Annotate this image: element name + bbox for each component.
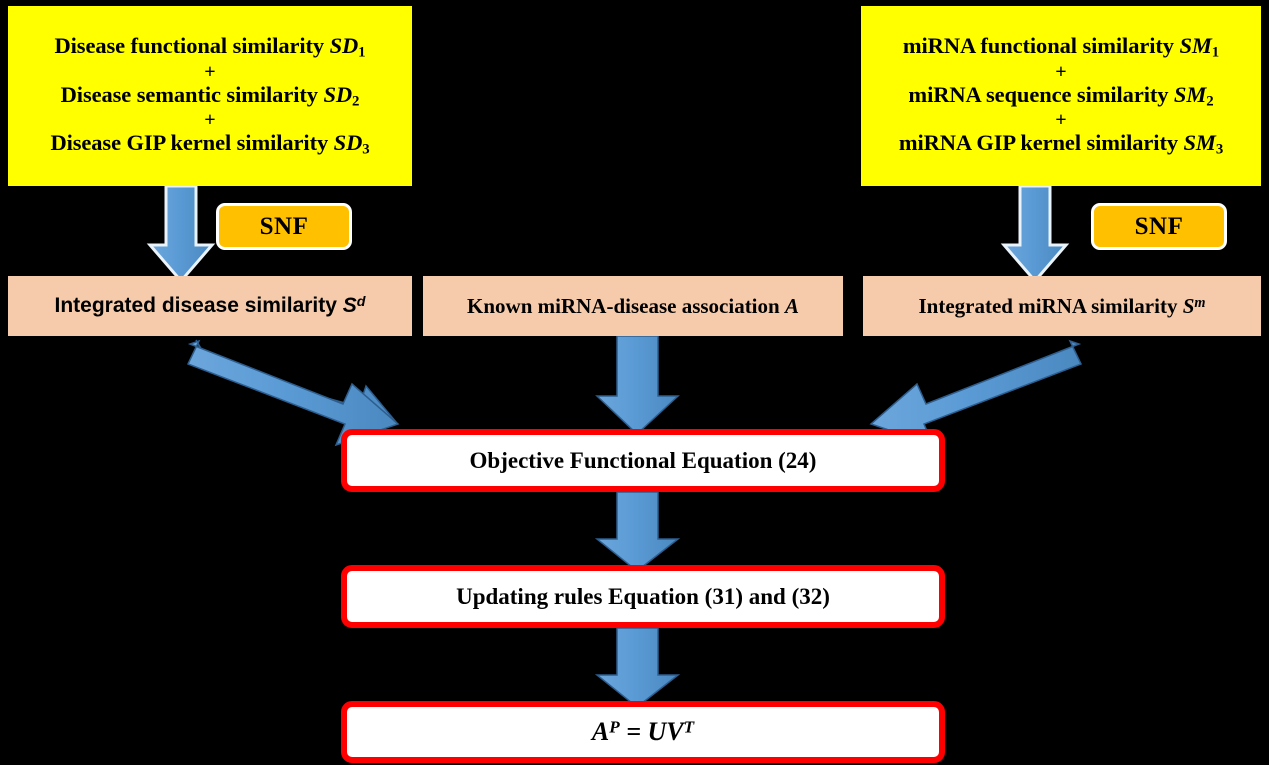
integrated-mirna-similarity-label: Integrated miRNA similarity Sm <box>918 293 1206 318</box>
snf-badge-disease: SNF <box>216 203 352 250</box>
known-association-label: Known miRNA-disease association A <box>467 293 799 318</box>
arrow-mirna-to-snf <box>1000 184 1070 284</box>
arrow-association-to-objective <box>595 335 680 436</box>
prediction-result-equation: AP = UVT <box>591 717 695 746</box>
disease-similarity-source-box: Disease functional similarity SD1 + Dise… <box>8 6 412 186</box>
integrated-mirna-similarity-box: Integrated miRNA similarity Sm <box>863 276 1261 336</box>
arrow-disease-to-snf <box>146 184 216 284</box>
snf-badge-mirna-label: SNF <box>1134 212 1184 240</box>
snf-badge-mirna: SNF <box>1091 203 1227 250</box>
objective-function-label: Objective Functional Equation (24) <box>469 447 817 473</box>
objective-function-box: Objective Functional Equation (24) <box>341 429 945 492</box>
arrow-updating-to-result <box>594 627 681 708</box>
prediction-result-box: AP = UVT <box>341 701 945 763</box>
snf-badge-disease-label: SNF <box>259 212 309 240</box>
updating-rules-label: Updating rules Equation (31) and (32) <box>456 583 830 609</box>
integrated-disease-similarity-box: Integrated disease similarity Sd <box>8 276 412 336</box>
integrated-disease-similarity-label: Integrated disease similarity Sd <box>54 294 366 317</box>
mirna-similarity-source-box: miRNA functional similarity SM1 + miRNA … <box>861 6 1261 186</box>
known-association-box: Known miRNA-disease association A <box>423 276 843 336</box>
disease-plus-1: + <box>204 60 216 83</box>
arrow-objective-to-updating <box>594 491 681 572</box>
mirna-plus-1: + <box>1055 60 1067 83</box>
disease-source-line-1: Disease functional similarity SD1 <box>54 32 366 61</box>
mirna-source-line-2: miRNA sequence similarity SM2 <box>908 81 1214 110</box>
disease-source-line-3: Disease GIP kernel similarity SD3 <box>50 130 370 159</box>
mirna-source-line-3: miRNA GIP kernel similarity SM3 <box>898 130 1224 159</box>
disease-plus-2: + <box>204 109 216 132</box>
updating-rules-box: Updating rules Equation (31) and (32) <box>341 565 945 628</box>
disease-source-line-2: Disease semantic similarity SD2 <box>60 81 360 110</box>
mirna-source-line-1: miRNA functional similarity SM1 <box>902 32 1220 61</box>
mirna-plus-2: + <box>1055 109 1067 132</box>
